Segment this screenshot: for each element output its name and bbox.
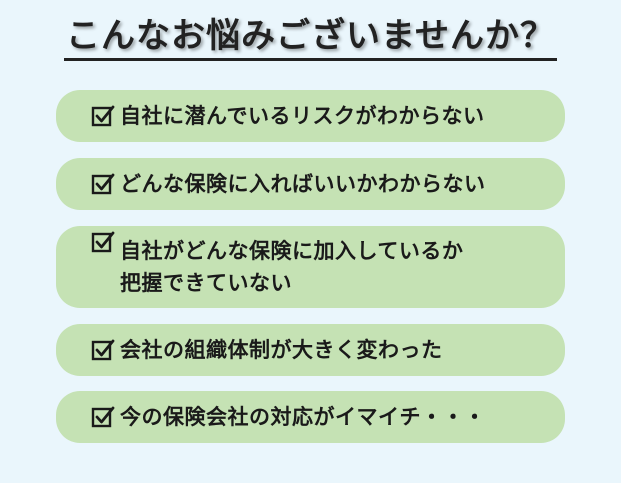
list-item: 会社の組織体制が大きく変わった [56, 324, 565, 376]
checkbox-checked-icon [91, 339, 115, 361]
checkbox-checked-icon [91, 173, 115, 195]
checkbox-checked-icon [91, 105, 115, 127]
title-container: こんなお悩みございませんか？ [0, 14, 621, 61]
list-item: 自社に潜んでいるリスクがわからない [56, 90, 565, 142]
checkbox-checked-icon [91, 406, 115, 428]
list-item: どんな保険に入ればいいかわからない [56, 158, 565, 210]
list-item-label: 今の保険会社の対応がイマイチ・・・ [120, 405, 486, 429]
checkbox-checked-icon [91, 231, 115, 253]
list-item: 今の保険会社の対応がイマイチ・・・ [56, 391, 565, 443]
list-item-label: 自社に潜んでいるリスクがわからない [120, 104, 485, 128]
list-item: 自社がどんな保険に加入しているか 把握できていない [56, 226, 565, 308]
page-title: こんなお悩みございませんか？ [64, 14, 557, 61]
list-item-label: 自社がどんな保険に加入しているか 把握できていない [120, 239, 464, 295]
list-item-label: 会社の組織体制が大きく変わった [120, 338, 443, 362]
list-item-label: どんな保険に入ればいいかわからない [120, 172, 486, 196]
